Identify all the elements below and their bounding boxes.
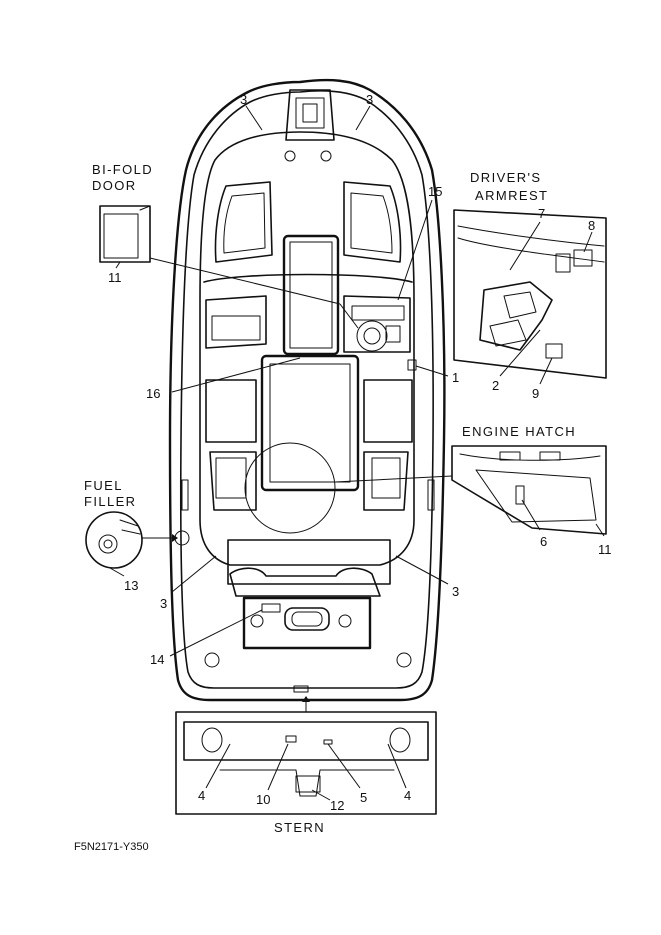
callout-armrest-2: 2 bbox=[492, 378, 499, 393]
callout-armrest-8: 8 bbox=[588, 218, 595, 233]
hull-callouts: 3 3 15 1 16 3 3 14 bbox=[146, 92, 459, 667]
callout-stern-5: 5 bbox=[360, 790, 367, 805]
armrest-title-line2: ARMREST bbox=[475, 188, 548, 203]
callout-engine-11: 11 bbox=[598, 542, 612, 557]
figure-code: F5N2171-Y350 bbox=[74, 841, 149, 853]
fuel-filler-inset: FUEL FILLER 13 bbox=[84, 478, 190, 593]
callout-armrest-7: 7 bbox=[538, 206, 545, 221]
callout-14: 14 bbox=[150, 652, 164, 667]
callout-fuel-13: 13 bbox=[124, 578, 138, 593]
callout-armrest-9: 9 bbox=[532, 386, 539, 401]
callout-stern-4-left: 4 bbox=[198, 788, 205, 803]
fuel-filler-title-line1: FUEL bbox=[84, 478, 123, 493]
callout-1: 1 bbox=[452, 370, 459, 385]
callout-bifold-11: 11 bbox=[108, 270, 122, 285]
drivers-armrest-inset: DRIVER'S ARMREST 7 8 2 9 bbox=[339, 170, 607, 401]
stern-arrow bbox=[302, 696, 310, 712]
fuel-filler-title-line2: FILLER bbox=[84, 494, 136, 509]
bifold-door-inset: BI-FOLD DOOR 11 bbox=[92, 162, 341, 305]
stern-inset: 4 10 12 5 4 STERN bbox=[175, 711, 437, 835]
bifold-door-title-line2: DOOR bbox=[92, 178, 137, 193]
callout-bow-left-3: 3 bbox=[240, 92, 247, 107]
bifold-door-title-line1: BI-FOLD bbox=[92, 162, 153, 177]
boat-hull-top-view bbox=[168, 78, 446, 702]
callout-stern-4-right: 4 bbox=[404, 788, 411, 803]
callout-15: 15 bbox=[428, 184, 442, 199]
callout-16: 16 bbox=[146, 386, 160, 401]
engine-hatch-title: ENGINE HATCH bbox=[462, 424, 576, 439]
callout-engine-6: 6 bbox=[540, 534, 547, 549]
callout-stern-12: 12 bbox=[330, 798, 344, 813]
armrest-title-line1: DRIVER'S bbox=[470, 170, 541, 185]
callout-bow-right-3: 3 bbox=[366, 92, 373, 107]
callout-aft-right-3: 3 bbox=[452, 584, 459, 599]
callout-aft-left-3: 3 bbox=[160, 596, 167, 611]
callout-stern-10: 10 bbox=[256, 792, 270, 807]
engine-hatch-inset: ENGINE HATCH 6 11 bbox=[334, 424, 612, 557]
stern-title: STERN bbox=[274, 820, 325, 835]
